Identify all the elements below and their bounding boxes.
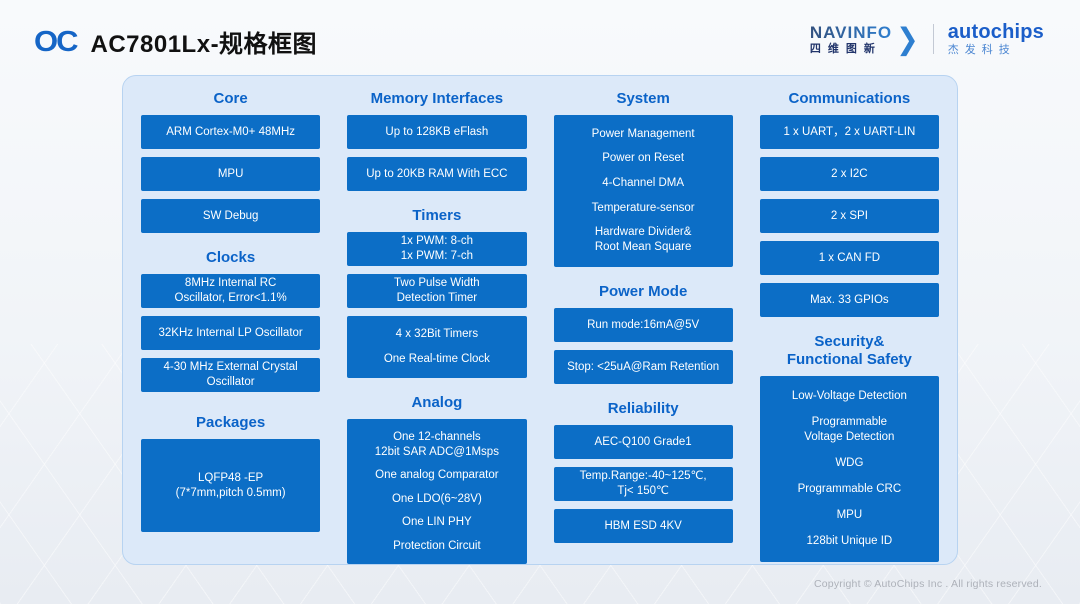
section-title-system: System <box>616 90 670 107</box>
navinfo-chinese-name: 四维图新 <box>809 42 882 55</box>
spec-item: One analog Comparator <box>375 469 499 481</box>
spec-item: Up to 20KB RAM With ECC <box>366 167 508 180</box>
spec-box: Stop: <25uA@Ram Retention <box>553 350 733 384</box>
spec-box: Run mode:16mA@5V <box>553 308 733 342</box>
spec-item: Power on Reset <box>602 152 685 165</box>
spec-item: 1 x UART，2 x UART-LIN <box>783 125 916 138</box>
spec-box: 2 x SPI <box>759 199 939 233</box>
section-title-core: Core <box>213 90 248 107</box>
section-title-memory-interfaces: Memory Interfaces <box>370 90 504 107</box>
spec-box: Max. 33 GPIOs <box>759 283 939 317</box>
autochips-logo: autochips 杰发科技 <box>948 22 1044 56</box>
spec-item: One LIN PHY <box>402 516 472 528</box>
section-title-timers: Timers <box>412 207 462 224</box>
section-title-packages: Packages <box>196 414 266 431</box>
spec-item: MPU <box>217 167 244 180</box>
navinfo-logo: NAVINFO 四维图新 ❯ <box>810 24 919 55</box>
logo-divider <box>932 24 934 54</box>
spec-box: ARM Cortex-M0+ 48MHz <box>141 115 321 149</box>
spec-box: Up to 20KB RAM With ECC <box>347 157 527 191</box>
spec-item: SW Debug <box>202 209 259 222</box>
spec-item: Run mode:16mA@5V <box>587 318 700 331</box>
spec-item: 1 x CAN FD <box>818 251 881 264</box>
spec-item: Programmable CRC <box>797 483 902 495</box>
spec-item: 128bit Unique ID <box>806 535 893 547</box>
spec-column-2: Memory Interfaces Up to 128KB eFlash Up to… <box>347 82 527 572</box>
spec-box: MPU <box>141 157 321 191</box>
spec-item: 2 x I2C <box>831 167 868 180</box>
section-title-clocks: Clocks <box>206 249 256 266</box>
spec-item: Max. 33 GPIOs <box>810 293 889 306</box>
spec-box: 32KHz Internal LP Oscillator <box>141 316 321 350</box>
spec-box: LQFP48 -EP(7*7mm,pitch 0.5mm) <box>141 439 321 532</box>
section-title-analog: Analog <box>411 394 463 411</box>
spec-box: Temp.Range:-40~125℃,Tj< 150℃ <box>553 467 733 501</box>
spec-item: 4-Channel DMA <box>602 177 685 190</box>
header-left: OC AC7801Lx-规格框图 <box>34 24 317 59</box>
header-logos: NAVINFO 四维图新 ❯ autochips 杰发科技 <box>810 22 1044 56</box>
spec-item: HBM ESD 4KV <box>604 519 682 532</box>
spec-item: ARM Cortex-M0+ 48MHz <box>166 125 295 138</box>
spec-item: Protection Circuit <box>393 539 481 552</box>
copyright-text: Copyright © AutoChips Inc . All rights r… <box>813 578 1042 590</box>
navinfo-wordmark: NAVINFO <box>809 22 893 42</box>
spec-item: Temperature-sensor <box>591 201 695 214</box>
spec-item: Up to 128KB eFlash <box>385 125 489 138</box>
spec-item: Stop: <25uA@Ram Retention <box>567 360 720 373</box>
spec-item: Low-Voltage Detection <box>791 390 907 403</box>
spec-column-4: Communications 1 x UART，2 x UART-LIN 2 x I… <box>759 82 939 572</box>
spec-box: 1 x UART，2 x UART-LIN <box>759 115 939 149</box>
spec-box: SW Debug <box>141 199 321 233</box>
navinfo-arrow-icon: ❯ <box>896 21 919 55</box>
spec-box: AEC-Q100 Grade1 <box>553 425 733 459</box>
section-title-reliability: Reliability <box>607 400 679 417</box>
autochips-oc-logo-icon: OC <box>34 25 78 58</box>
spec-item: WDG <box>835 457 864 469</box>
autochips-wordmark: autochips <box>947 21 1044 43</box>
spec-item: One LDO(6~28V) <box>391 492 482 505</box>
spec-box: Up to 128KB eFlash <box>347 115 527 149</box>
section-title-security-functional-safety: Security&Functional Safety <box>786 333 912 368</box>
spec-item: 4 x 32Bit Timers <box>395 328 479 341</box>
spec-item: 2 x SPI <box>830 209 868 222</box>
spec-item: Power Management <box>591 127 695 140</box>
spec-item: 32KHz Internal LP Oscillator <box>158 326 303 339</box>
spec-box: HBM ESD 4KV <box>553 509 733 543</box>
spec-box: 2 x I2C <box>759 157 939 191</box>
page-title: AC7801Lx-规格框图 <box>90 31 318 58</box>
section-title-communications: Communications <box>788 90 911 107</box>
spec-item: Hardware Divider&Root Mean Square <box>594 226 692 254</box>
spec-item: LQFP48 -EP(7*7mm,pitch 0.5mm) <box>175 471 286 499</box>
spec-item: AEC-Q100 Grade1 <box>594 435 692 448</box>
spec-item: One Real-time Clock <box>383 352 490 365</box>
spec-item: MPU <box>836 509 863 521</box>
section-title-power-mode: Power Mode <box>598 283 688 300</box>
autochips-chinese-name: 杰发科技 <box>947 44 1016 56</box>
spec-item: Temp.Range:-40~125℃,Tj< 150℃ <box>579 470 707 497</box>
spec-box: 1 x CAN FD <box>759 241 939 275</box>
navinfo-logo-text: NAVINFO 四维图新 <box>810 24 892 55</box>
